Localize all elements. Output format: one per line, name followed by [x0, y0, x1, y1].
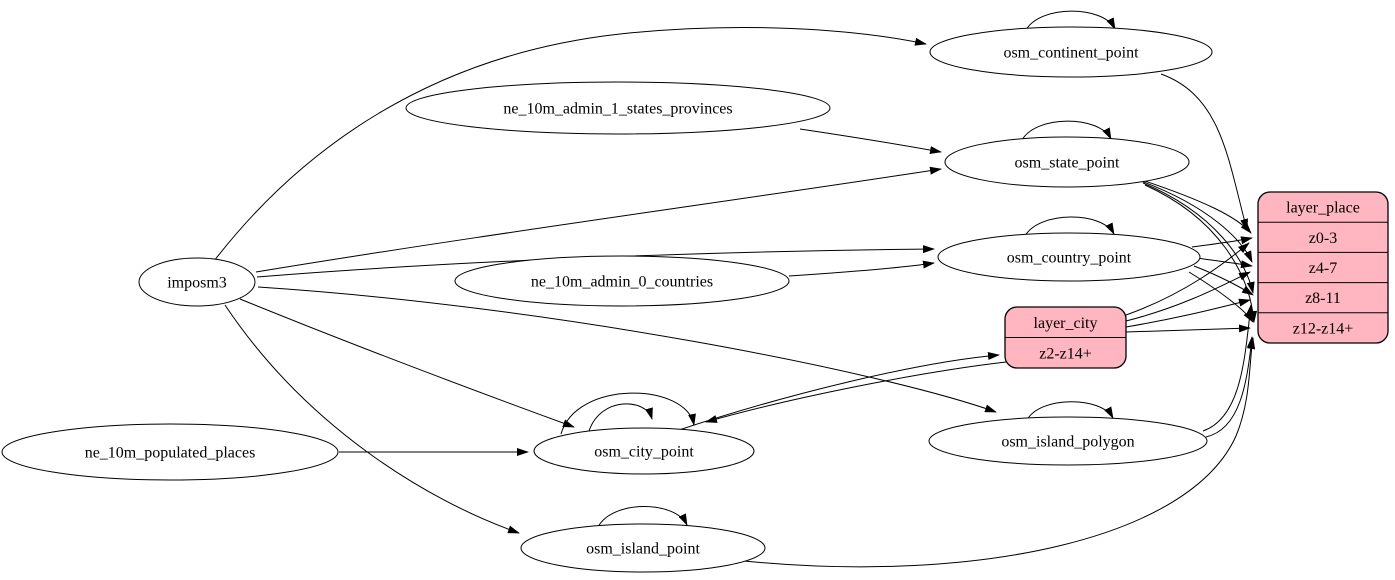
record-row-layer_place-z12-z14+: z12-z14+: [1293, 320, 1354, 337]
edge-imposm3-to-osm_state_point-1: [255, 166, 942, 273]
node-imposm3: imposm3: [138, 257, 256, 307]
record-row-layer_place-z4-7: z4-7: [1309, 260, 1337, 277]
edge-osm_country_point-to-layer_place-z8-11-25: [1193, 265, 1254, 296]
edge-osm_state_point-to-osm_state_point-10: [1021, 120, 1112, 141]
edge-osm_city_point-to-layer_city-z2-z14+-16: [675, 351, 1000, 432]
node-ne_10m_populated_places: ne_10m_populated_places: [1, 423, 339, 481]
edge-ne_10m_admin_0_countries-to-osm_country_point-7: [788, 260, 935, 277]
edge-osm_country_point-to-layer_place-z12-z14+-26: [1188, 271, 1254, 323]
node-shape-osm_continent_point: [929, 26, 1213, 78]
record-row-layer_place-z8-11: z8-11: [1305, 290, 1341, 307]
node-ne_10m_admin_1_states_provinces: ne_10m_admin_1_states_provinces: [405, 81, 831, 135]
node-osm_state_point: osm_state_point: [944, 136, 1190, 188]
node-label-ne_10m_populated_places: ne_10m_populated_places: [85, 445, 256, 462]
edge-osm_island_point-to-osm_island_point-13: [597, 506, 688, 528]
edge-osm_island_polygon-to-layer_place-z8-11-31: [1202, 304, 1254, 432]
record-header-layer_city: layer_city: [1034, 315, 1098, 332]
edge-layer_city-to-layer_place-z12-z14+-30: [1125, 324, 1251, 333]
node-osm_island_point: osm_island_point: [520, 523, 766, 573]
node-shape-osm_country_point: [937, 232, 1201, 282]
node-shape-osm_island_point: [520, 523, 766, 573]
edge-osm_island_polygon-to-osm_island_polygon-12: [1026, 401, 1114, 421]
node-label-osm_island_polygon: osm_island_polygon: [1001, 434, 1134, 451]
record-layer_place: layer_place z0-3 z4-7 z8-11 z12-z14+: [1257, 191, 1389, 344]
record-shape-layer_place: [1257, 191, 1389, 344]
node-osm_city_point: osm_city_point: [533, 427, 755, 475]
node-shape-ne_10m_admin_1_states_provinces: [405, 81, 831, 135]
edge-osm_country_point-to-osm_country_point-11: [1024, 216, 1115, 237]
node-label-osm_state_point: osm_state_point: [1015, 155, 1120, 172]
edge-osm_state_point-to-layer_place-z4-7-20: [1140, 180, 1253, 263]
edge-osm_island_point-to-layer_place-z12-z14+-33: [743, 337, 1256, 568]
node-shape-imposm3: [138, 257, 256, 307]
node-shape-osm_city_point: [533, 427, 755, 475]
node-shape-ne_10m_populated_places: [1, 423, 339, 481]
node-label-imposm3: imposm3: [167, 275, 227, 292]
edge-osm_continent_point-to-osm_continent_point-9: [1025, 10, 1116, 31]
node-shape-osm_state_point: [944, 136, 1190, 188]
node-shape-ne_10m_admin_0_countries: [454, 255, 790, 307]
edge-layer_city-to-layer_place-z0-3-27: [1125, 242, 1250, 316]
edge-osm_island_polygon-to-layer_place-z12-z14+-32: [1205, 336, 1255, 438]
record-layer_city: layer_city z2-z14+: [1004, 306, 1127, 369]
node-osm_country_point: osm_country_point: [937, 232, 1201, 282]
node-label-osm_island_point: osm_island_point: [586, 541, 700, 558]
node-label-osm_continent_point: osm_continent_point: [1003, 45, 1139, 62]
node-label-ne_10m_admin_0_countries: ne_10m_admin_0_countries: [531, 274, 713, 291]
edge-layer_city-to-layer_place-z8-11-29: [1125, 298, 1251, 328]
edge-layer_city-to-layer_place-z4-7-28: [1125, 271, 1251, 322]
edge-ne_10m_admin_1_states_provinces-to-osm_state_point-6: [799, 128, 942, 154]
edge-imposm3-to-osm_continent_point-0: [213, 26, 927, 262]
node-osm_island_polygon: osm_island_polygon: [928, 416, 1208, 466]
node-label-osm_country_point: osm_country_point: [1007, 250, 1132, 267]
edge-osm_continent_point-to-layer_place-z0-3-18: [1160, 73, 1248, 231]
record-row-layer_city-z2-z14+: z2-z14+: [1039, 345, 1092, 362]
edge-osm_city_point-to-osm_city_point-15: [588, 403, 653, 432]
edge-osm_state_point-to-layer_place-z8-11-21: [1142, 182, 1255, 294]
node-shape-osm_island_polygon: [928, 416, 1208, 466]
edge-osm_country_point-to-layer_place-z0-3-23: [1191, 236, 1253, 248]
edge-imposm3-to-osm_island_point-4: [224, 304, 520, 534]
node-osm_continent_point: osm_continent_point: [929, 26, 1213, 78]
edge-layer_city-to-osm_city_point-17: [705, 361, 1007, 423]
node-label-ne_10m_admin_1_states_provinces: ne_10m_admin_1_states_provinces: [503, 101, 732, 118]
edge-imposm3-to-osm_city_point-3: [239, 298, 575, 428]
record-header-layer_place: layer_place: [1286, 200, 1360, 217]
edge-osm_country_point-to-layer_place-z4-7-24: [1196, 257, 1253, 269]
edge-osm_state_point-to-layer_place-z0-3-19: [1138, 178, 1252, 234]
record-row-layer_place-z0-3: z0-3: [1309, 230, 1337, 247]
edge-osm_city_point-to-osm_city_point-14: [560, 392, 696, 435]
node-ne_10m_admin_0_countries: ne_10m_admin_0_countries: [454, 255, 790, 307]
edge-imposm3-to-osm_island_polygon-5: [257, 286, 997, 413]
node-label-osm_city_point: osm_city_point: [594, 444, 694, 461]
